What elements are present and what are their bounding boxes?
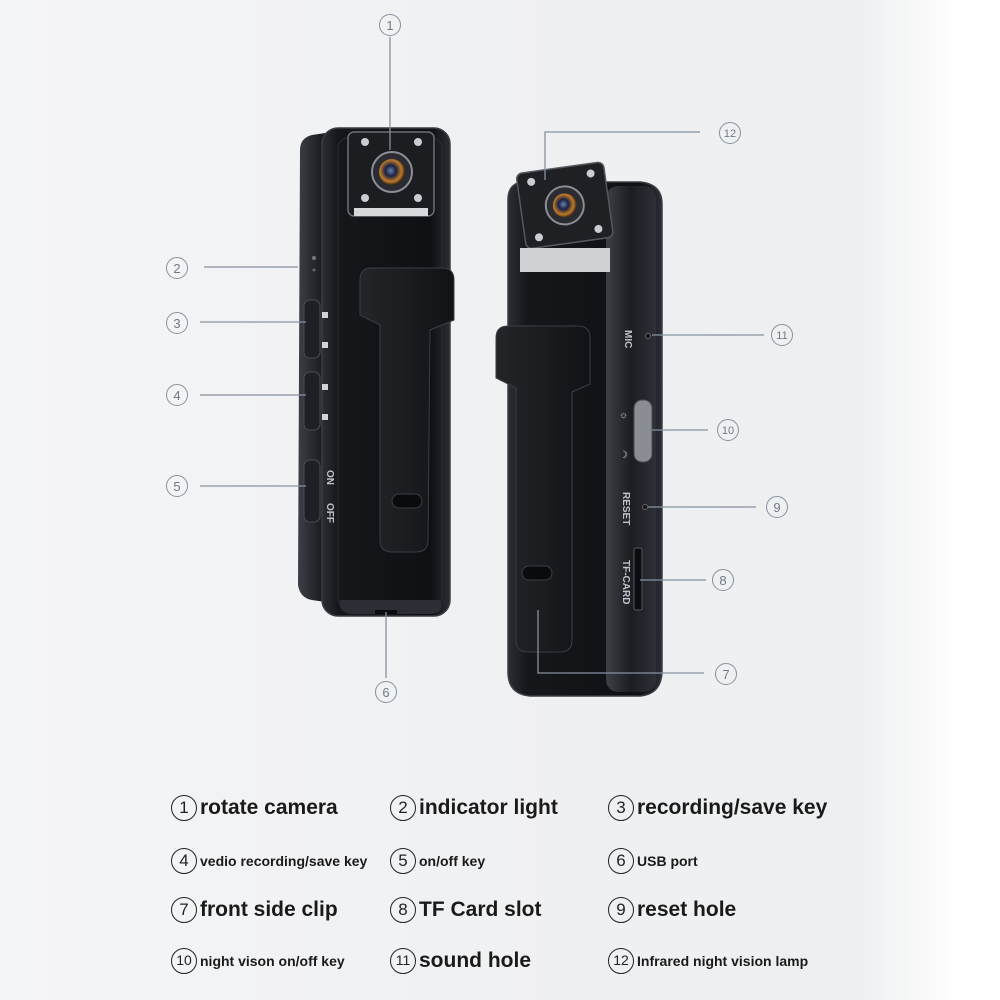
callout-11: 11 xyxy=(771,324,793,346)
legend-text-1: rotate camera xyxy=(200,796,338,819)
reset-label: RESET xyxy=(620,492,631,525)
front-side-clip xyxy=(495,325,591,653)
callout-10: 10 xyxy=(717,419,739,441)
legend-num-8: 8 xyxy=(390,897,416,923)
reset-hole xyxy=(642,504,648,510)
sun-icon: ☼ xyxy=(619,410,628,421)
leader-lines xyxy=(200,37,764,678)
legend-text-7: front side clip xyxy=(200,898,338,921)
legend-text-12: Infrared night vision lamp xyxy=(637,953,809,969)
callout-9: 9 xyxy=(766,496,788,518)
legend-num-7: 7 xyxy=(171,897,197,923)
callout-4: 4 xyxy=(166,384,188,406)
legend-item-4: 4 vedio recording/save key xyxy=(171,848,367,874)
legend-num-1: 1 xyxy=(171,795,197,821)
callout-12: 12 xyxy=(719,122,741,144)
legend-text-2: indicator light xyxy=(419,796,558,819)
tf-card-slot xyxy=(633,547,643,611)
legend-item-8: 8 TF Card slot xyxy=(390,897,542,923)
callout-5: 5 xyxy=(166,475,188,497)
legend-num-2: 2 xyxy=(390,795,416,821)
legend-text-5: on/off key xyxy=(419,853,486,869)
on-off-key[interactable] xyxy=(303,459,321,523)
legend-item-7: 7 front side clip xyxy=(171,897,338,923)
legend-item-2: 2 indicator light xyxy=(390,795,558,821)
legend-num-5: 5 xyxy=(390,848,416,874)
night-vision-switch[interactable] xyxy=(633,399,653,463)
recording-save-key[interactable] xyxy=(303,299,321,359)
off-label: OFF xyxy=(324,503,335,523)
legend-num-10: 10 xyxy=(171,948,197,974)
legend-num-9: 9 xyxy=(608,897,634,923)
legend-text-11: sound hole xyxy=(419,949,531,972)
legend-num-3: 3 xyxy=(608,795,634,821)
legend-num-4: 4 xyxy=(171,848,197,874)
legend-item-6: 6 USB port xyxy=(608,848,698,874)
legend-item-11: 11 sound hole xyxy=(390,948,531,974)
moon-icon: ☽ xyxy=(619,450,628,461)
callout-7: 7 xyxy=(715,663,737,685)
legend-item-3: 3 recording/save key xyxy=(608,795,827,821)
legend-text-8: TF Card slot xyxy=(419,898,542,921)
legend-text-9: reset hole xyxy=(637,898,737,921)
mic-label: MIC xyxy=(622,330,633,348)
legend-item-1: 1 rotate camera xyxy=(171,795,338,821)
legend-item-9: 9 reset hole xyxy=(608,897,736,923)
indicator-light xyxy=(312,256,316,260)
legend-text-4: vedio recording/save key xyxy=(200,853,368,869)
legend-item-12: 12 Infrared night vision lamp xyxy=(608,948,808,974)
legend-item-10: 10 night vison on/off key xyxy=(171,948,345,974)
callout-3: 3 xyxy=(166,312,188,334)
legend-text-3: recording/save key xyxy=(637,796,828,819)
callout-1: 1 xyxy=(379,14,401,36)
callout-6: 6 xyxy=(375,681,397,703)
camera-lens xyxy=(379,159,405,185)
video-recording-save-key[interactable] xyxy=(303,371,321,431)
on-label: ON xyxy=(324,470,335,485)
legend-num-12: 12 xyxy=(608,948,634,974)
legend-num-11: 11 xyxy=(390,948,416,974)
sound-hole xyxy=(645,333,651,339)
clip xyxy=(359,267,455,553)
legend-num-6: 6 xyxy=(608,848,634,874)
legend-item-5: 5 on/off key xyxy=(390,848,485,874)
callout-2: 2 xyxy=(166,257,188,279)
callout-8: 8 xyxy=(712,569,734,591)
legend-text-10: night vison on/off key xyxy=(200,953,345,969)
left-device: ON OFF xyxy=(298,127,455,617)
background-fade xyxy=(855,0,1000,1000)
legend-text-6: USB port xyxy=(637,853,698,869)
right-device: MIC ☼ ☽ RESET TF-CARD xyxy=(495,161,663,697)
tf-card-label: TF-CARD xyxy=(620,560,631,604)
